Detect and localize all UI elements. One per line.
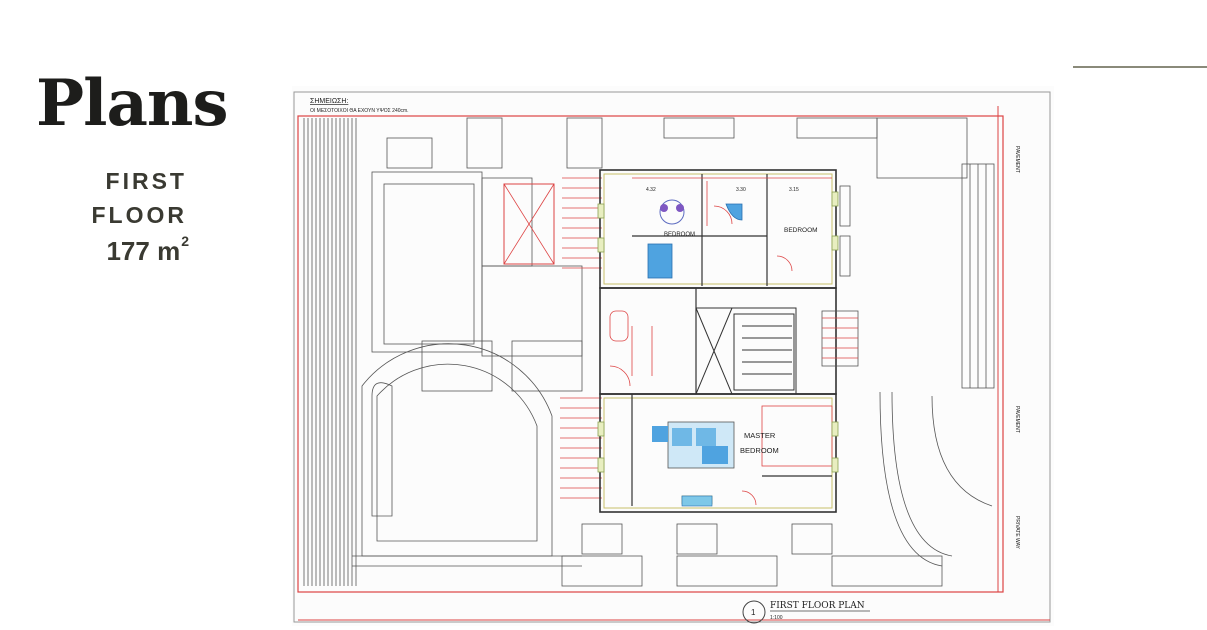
- plan-header-note: ΣΗΜΕΙΩΣΗ:: [310, 98, 348, 105]
- left-railing-lines: [303, 118, 357, 586]
- floor-area-unit-superscript: 2: [181, 233, 189, 250]
- floor-label-line2: FLOOR: [91, 202, 187, 228]
- pergola-left-bottom: [560, 397, 602, 499]
- roof-void-left: [503, 183, 555, 265]
- red-annotations: [609, 177, 833, 506]
- top-pillars: [386, 117, 968, 179]
- shower-tray: [725, 203, 743, 221]
- left-terrace-structure: [352, 171, 583, 567]
- caption-scale: 1:100: [770, 615, 783, 621]
- central-stairwell: [695, 307, 797, 395]
- bath-strip: [681, 495, 713, 507]
- property-boundary: [297, 115, 1004, 593]
- bedroom-left-furniture: [647, 199, 685, 279]
- floor-plan-svg: ΣΗΜΕΙΩΣΗ: ΟΙ ΜΕΣΟΤΟΙΧΟΙ ΘΑ ΕΧΟΥΝ ΥΨΟΣ 24…: [293, 91, 1051, 624]
- dimension-text-1: 4.32: [646, 187, 656, 193]
- room-label-master-line1: MASTER: [744, 431, 776, 440]
- caption-title: FIRST FLOOR PLAN: [770, 601, 865, 611]
- caption-number-circle: [742, 600, 766, 624]
- room-label-bedroom-left: BEDROOM: [664, 232, 695, 238]
- decorative-rule: [1073, 66, 1207, 68]
- sheet-border: [293, 91, 1051, 623]
- side-label-private-way: PRIVATE WAY: [1014, 516, 1020, 550]
- bottom-pillars: [561, 523, 943, 587]
- floor-area: 177 m2: [106, 234, 189, 266]
- room-label-bedroom-right: BEDROOM: [784, 227, 818, 234]
- dimension-text-3: 3.15: [789, 187, 799, 193]
- dimension-text-2: 3.30: [736, 187, 746, 193]
- pergola-right: [822, 317, 858, 359]
- right-side-structures: [821, 163, 995, 567]
- side-label-pavement-top: PAVEMENT: [1014, 146, 1020, 173]
- floor-label: FIRST FLOOR: [92, 164, 188, 232]
- floor-area-value: 177 m: [106, 236, 181, 266]
- room-label-master-line2: BEDROOM: [740, 446, 779, 455]
- floor-label-line1: FIRST: [105, 168, 187, 194]
- caption-number: 1: [751, 608, 756, 617]
- plan-header-subnote: ΟΙ ΜΕΣΟΤΟΙΧΟΙ ΘΑ ΕΧΟΥΝ ΥΨΟΣ 240cm.: [310, 108, 409, 114]
- side-label-pavement-mid: PAVEMENT: [1014, 406, 1020, 433]
- floor-plan-drawing: ΣΗΜΕΙΩΣΗ: ΟΙ ΜΕΣΟΤΟΙΧΟΙ ΘΑ ΕΧΟΥΝ ΥΨΟΣ 24…: [292, 86, 1054, 626]
- pergola-left-top: [562, 177, 602, 269]
- page-title: Plans: [36, 66, 228, 141]
- plan-caption: 1 FIRST FLOOR PLAN 1:100: [742, 600, 870, 624]
- master-bed: [652, 421, 735, 469]
